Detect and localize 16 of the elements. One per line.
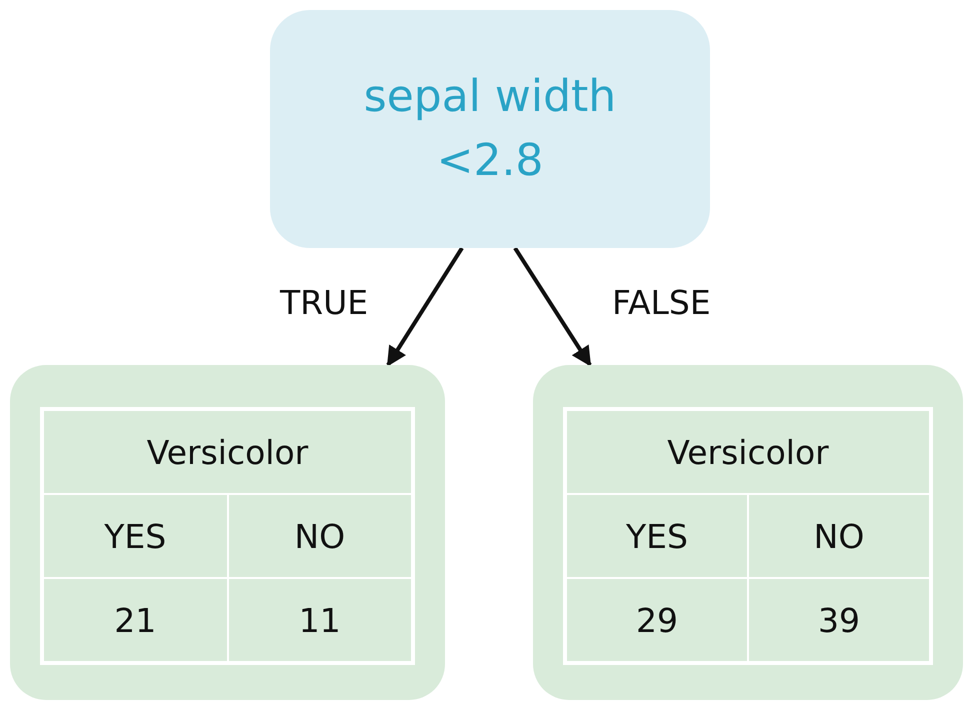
- table-cell: NO: [748, 494, 930, 578]
- table-cell: YES: [43, 494, 228, 578]
- table-cell: 21: [43, 578, 228, 662]
- table-cell: 39: [748, 578, 930, 662]
- table-cell: Versicolor: [43, 410, 412, 494]
- decision-box: [270, 10, 710, 248]
- table-cell: 11: [228, 578, 412, 662]
- condition-text: sepal width <2.8: [362, 70, 618, 188]
- arrow: [513, 246, 592, 367]
- table-cell: YES: [566, 494, 748, 578]
- table-cell: 29: [566, 578, 748, 662]
- table-cell: NO: [228, 494, 412, 578]
- result-box: [533, 365, 963, 700]
- result-box: [10, 365, 445, 700]
- table-cell: Versicolor: [566, 410, 930, 494]
- arrow: [386, 246, 464, 367]
